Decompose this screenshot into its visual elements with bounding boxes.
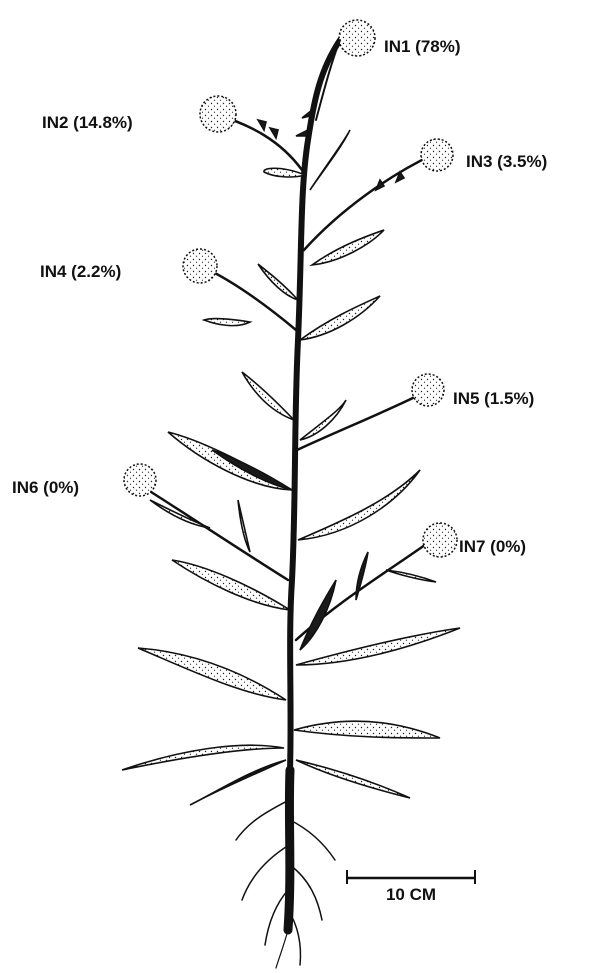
label-in2: IN2 (14.8%): [42, 113, 133, 132]
inflorescence-in6: [124, 464, 156, 496]
label-in4: IN4 (2.2%): [40, 262, 121, 281]
inflorescence-in7: [423, 523, 457, 557]
label-in5: IN5 (1.5%): [453, 389, 534, 408]
inflorescence-in3: [421, 139, 453, 171]
label-in6: IN6 (0%): [12, 478, 79, 497]
inflorescence-in5: [412, 374, 444, 406]
scale-bar-label: 10 CM: [386, 885, 436, 904]
label-in1: IN1 (78%): [384, 37, 461, 56]
root-system: [236, 770, 335, 968]
branches: [140, 115, 432, 640]
scale-bar: 10 CM: [347, 870, 475, 904]
label-in3: IN3 (3.5%): [466, 152, 547, 171]
inflorescence-in4: [183, 249, 217, 283]
label-in7: IN7 (0%): [459, 537, 526, 556]
inflorescence-in2: [200, 96, 236, 132]
